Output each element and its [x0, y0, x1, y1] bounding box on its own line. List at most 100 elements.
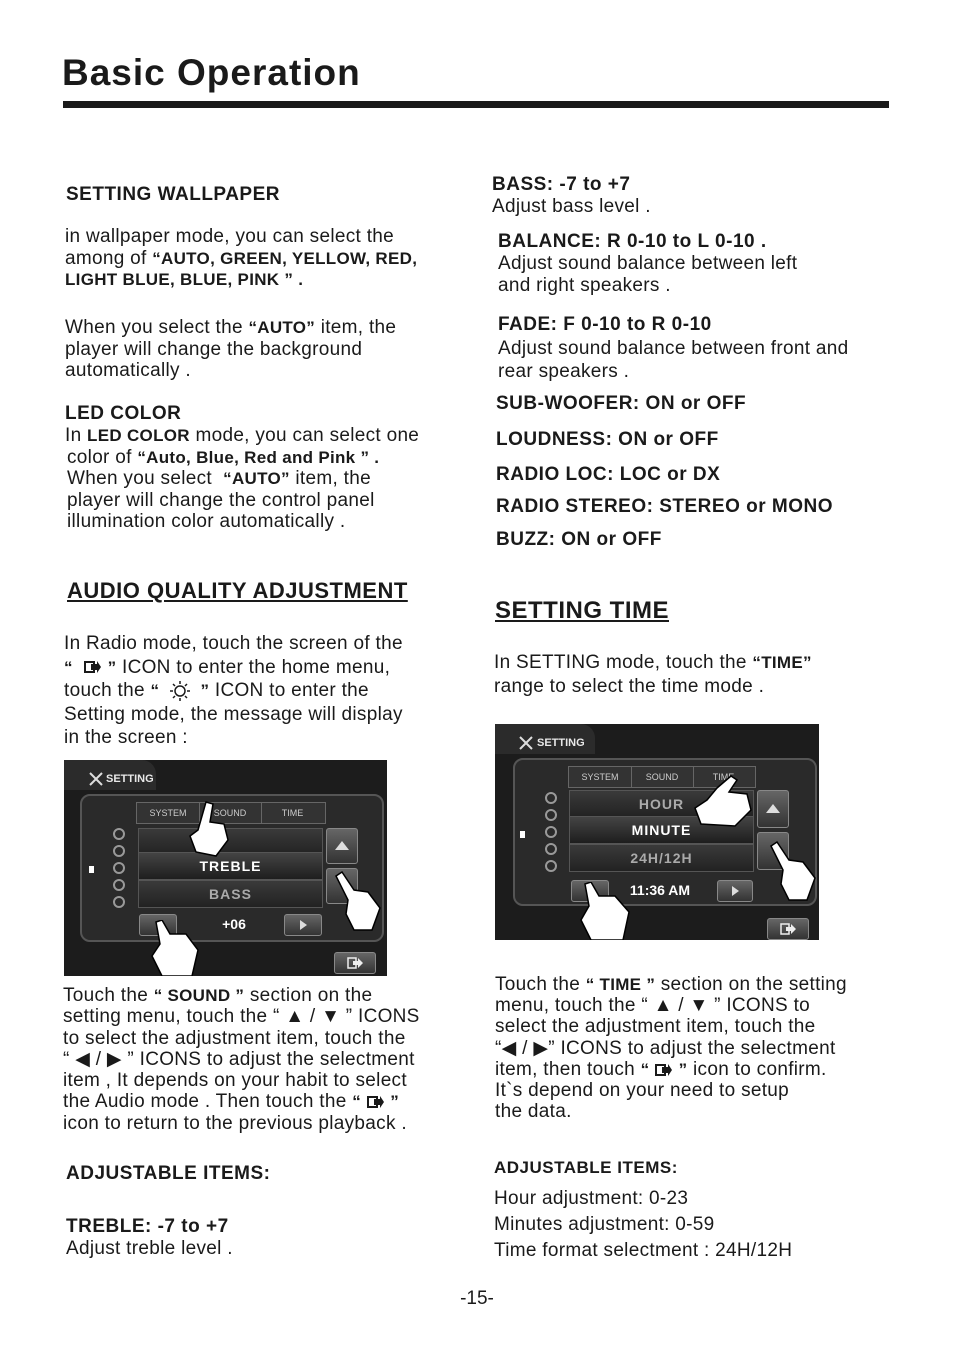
scroll-dot: [113, 845, 125, 857]
left-arrow-icon: ◀: [501, 1037, 517, 1059]
audio-heading: AUDIO QUALITY ADJUSTMENT: [67, 578, 408, 603]
text-line: In Radio mode, touch the screen of the: [64, 633, 403, 654]
radio-stereo-item: RADIO STEREO: STEREO or MONO: [496, 496, 834, 517]
fade-heading: FADE: F 0-10 to R 0-10: [498, 314, 712, 335]
tab-time[interactable]: TIME: [281, 808, 304, 818]
treble-heading: TREBLE: -7 to +7: [66, 1216, 229, 1237]
auto-keyword: “AUTO”: [223, 469, 290, 488]
scroll-dot: [545, 792, 557, 804]
text-span: icon to confirm.: [693, 1058, 827, 1080]
setting-time-heading: SETTING TIME: [495, 597, 669, 624]
wallpaper-options: “AUTO, GREEN, YELLOW, RED,: [152, 248, 418, 268]
page-title: Basic Operation: [62, 52, 361, 93]
time-keyword: “ TIME ”: [585, 975, 656, 994]
up-button[interactable]: [326, 828, 358, 864]
text-line: item , It depends on your habit to selec…: [63, 1070, 407, 1092]
right-button[interactable]: [717, 880, 753, 902]
text-line: to select the adjustment item, touch the: [63, 1027, 406, 1049]
text-span: In SETTING mode, touch the: [494, 652, 747, 673]
text-span: ” ICONS to: [714, 995, 811, 1017]
exit-button[interactable]: [767, 918, 809, 940]
text-span: color of: [67, 446, 132, 468]
exit-button[interactable]: [334, 952, 376, 974]
page-number: -15-: [460, 1288, 494, 1309]
text-line: in the screen :: [64, 727, 188, 748]
text-span: item, then touch: [495, 1058, 635, 1080]
text-span: section on the: [249, 985, 373, 1006]
wallpaper-heading: SETTING WALLPAPER: [66, 184, 280, 205]
exit-icon: [780, 923, 796, 935]
scroll-dot: [545, 843, 557, 855]
text-span: ” ICONS to adjust the selectment: [127, 1048, 415, 1070]
scroll-dot: [545, 826, 557, 838]
time-keyword: “TIME”: [752, 653, 812, 672]
text-line: and right speakers .: [498, 274, 671, 296]
subwoofer-item: SUB-WOOFER: ON or OFF: [496, 393, 747, 414]
tab-sound[interactable]: SOUND: [631, 767, 694, 787]
scroll-dot: [113, 879, 125, 891]
scroll-dot: [113, 862, 125, 874]
hand-pointer-icon: [189, 801, 229, 857]
up-button[interactable]: [757, 790, 789, 828]
setting-tab: [495, 724, 595, 754]
bass-description: Adjust bass level .: [492, 196, 651, 217]
tab-time[interactable]: TIME: [712, 772, 735, 782]
down-arrow-icon: ▼: [689, 995, 709, 1017]
up-arrow-icon: ▲: [653, 995, 673, 1017]
text-line: Setting mode, the message will display: [64, 703, 403, 725]
audio-paragraph: In Radio mode, touch the screen of the “…: [64, 632, 464, 750]
title-rule: [63, 101, 889, 108]
wallpaper-paragraph-1: in wallpaper mode, you can select the am…: [65, 226, 465, 291]
text-span: touch the: [64, 680, 145, 701]
format-adjustment: Time format selectment : 24H/12H: [494, 1240, 793, 1261]
led-options: “Auto, Blue, Red and Pink ” .: [137, 447, 380, 467]
time-settings-screenshot: SETTING SYSTEM SOUND TIME HOUR MINUTE 24…: [495, 724, 819, 940]
text-span: Touch the: [495, 974, 581, 995]
up-arrow-icon: [766, 804, 780, 813]
setting-tab-label: SETTING: [537, 737, 585, 749]
balance-heading: BALANCE: R 0-10 to L 0-10 .: [498, 231, 767, 252]
tab-sound[interactable]: SOUND: [199, 803, 262, 823]
scroll-dot: [545, 809, 557, 821]
tools-icon: [89, 772, 103, 786]
led-keyword: LED COLOR: [87, 426, 190, 445]
tab-system[interactable]: SYSTEM: [137, 803, 200, 823]
position-marker: [89, 866, 94, 873]
left-arrow-icon: ◀: [75, 1048, 91, 1070]
text-span: item, the: [295, 468, 371, 489]
exit-icon: [655, 1063, 672, 1076]
text-line: icon to return to the previous playback …: [63, 1112, 407, 1134]
bass-heading: BASS: -7 to +7: [492, 174, 631, 195]
text-span: the Audio mode . Then touch the: [63, 1091, 347, 1113]
buzz-item: BUZZ: ON or OFF: [496, 529, 662, 550]
adjustable-items-heading-right: ADJUSTABLE ITEMS:: [494, 1158, 678, 1177]
gear-icon: [169, 680, 190, 701]
row-treble[interactable]: TREBLE: [138, 852, 323, 880]
position-marker: [520, 831, 525, 838]
text-span: mode, you can select one: [195, 425, 420, 446]
text-span: ICON to enter the home menu,: [121, 656, 391, 678]
wallpaper-paragraph-2: When you select the “AUTO” item, the pla…: [65, 317, 465, 382]
down-arrow-icon: ▼: [321, 1006, 341, 1028]
text-span: setting menu, touch the “: [63, 1006, 280, 1028]
adjustable-items-heading: ADJUSTABLE ITEMS:: [66, 1163, 271, 1184]
exit-icon: [366, 1096, 384, 1109]
scroll-dot: [113, 896, 125, 908]
right-button[interactable]: [284, 914, 322, 936]
tab-system[interactable]: SYSTEM: [569, 767, 632, 787]
text-span: item, the: [320, 317, 397, 338]
led-heading: LED COLOR: [65, 403, 182, 424]
text-line: the data.: [495, 1101, 572, 1123]
text-line: rear speakers .: [498, 361, 630, 382]
row-bass[interactable]: BASS: [138, 880, 323, 908]
text-line: player will change the background: [65, 338, 363, 360]
row-24h-12h[interactable]: 24H/12H: [569, 844, 754, 872]
minute-adjustment: Minutes adjustment: 0-59: [494, 1214, 715, 1235]
hand-pointer-icon: [770, 840, 816, 901]
text-span: ” ICONS to adjust the selectment: [548, 1037, 836, 1059]
hand-pointer-icon: [694, 775, 752, 827]
scroll-dot: [113, 828, 125, 840]
text-line: It`s depend on your need to setup: [495, 1080, 790, 1102]
led-paragraph: In LED COLOR mode, you can select one co…: [65, 425, 465, 533]
text-span: When you select the: [65, 317, 243, 338]
